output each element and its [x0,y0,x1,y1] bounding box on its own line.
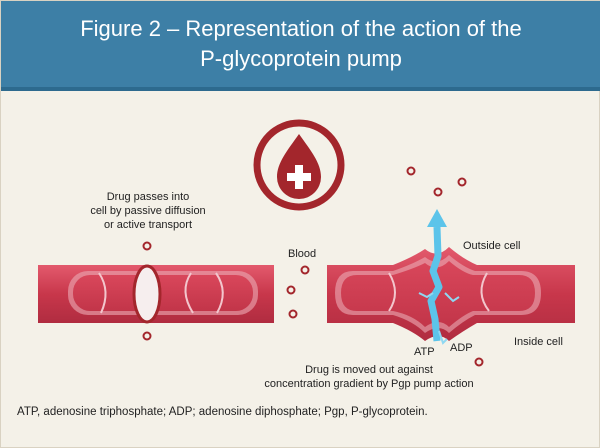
drug-molecule [457,177,467,187]
drug-molecules [142,166,484,367]
label-drug-passes-1: Drug passes into [107,191,190,203]
drug-molecule [433,187,443,197]
drug-molecule [300,265,310,275]
label-adp: ADP [450,342,473,354]
figure-header: Figure 2 – Representation of the action … [1,1,600,91]
right-cell-membrane [327,247,575,341]
drug-molecule [286,285,296,295]
figure-title-line2: P-glycoprotein pump [200,46,402,71]
drug-molecule [288,309,298,319]
label-drug-moved-1: Drug is moved out against [305,364,433,376]
label-blood: Blood [288,248,316,260]
pgp-diagram: Drug passes into cell by passive diffusi… [38,119,575,390]
drug-passing-membrane [132,264,162,324]
drug-molecule [142,331,152,341]
label-outside-cell: Outside cell [463,240,520,252]
drug-molecule [142,241,152,251]
drug-molecule [406,166,416,176]
label-inside-cell: Inside cell [514,336,563,348]
figure-title-line1: Figure 2 – Representation of the action … [80,16,522,41]
label-drug-moved-2: concentration gradient by Pgp pump actio… [264,378,473,390]
label-drug-passes-3: or active transport [104,219,192,231]
drug-molecule [474,357,484,367]
blood-drop-plus-icon [253,119,345,211]
label-atp: ATP [414,346,435,358]
upward-arrow-icon [418,209,460,345]
label-drug-passes-2: cell by passive diffusion [90,205,205,217]
figure-caption: ATP, adenosine triphosphate; ADP; adenos… [17,406,428,418]
figure-title: Figure 2 – Representation of the action … [1,14,600,74]
